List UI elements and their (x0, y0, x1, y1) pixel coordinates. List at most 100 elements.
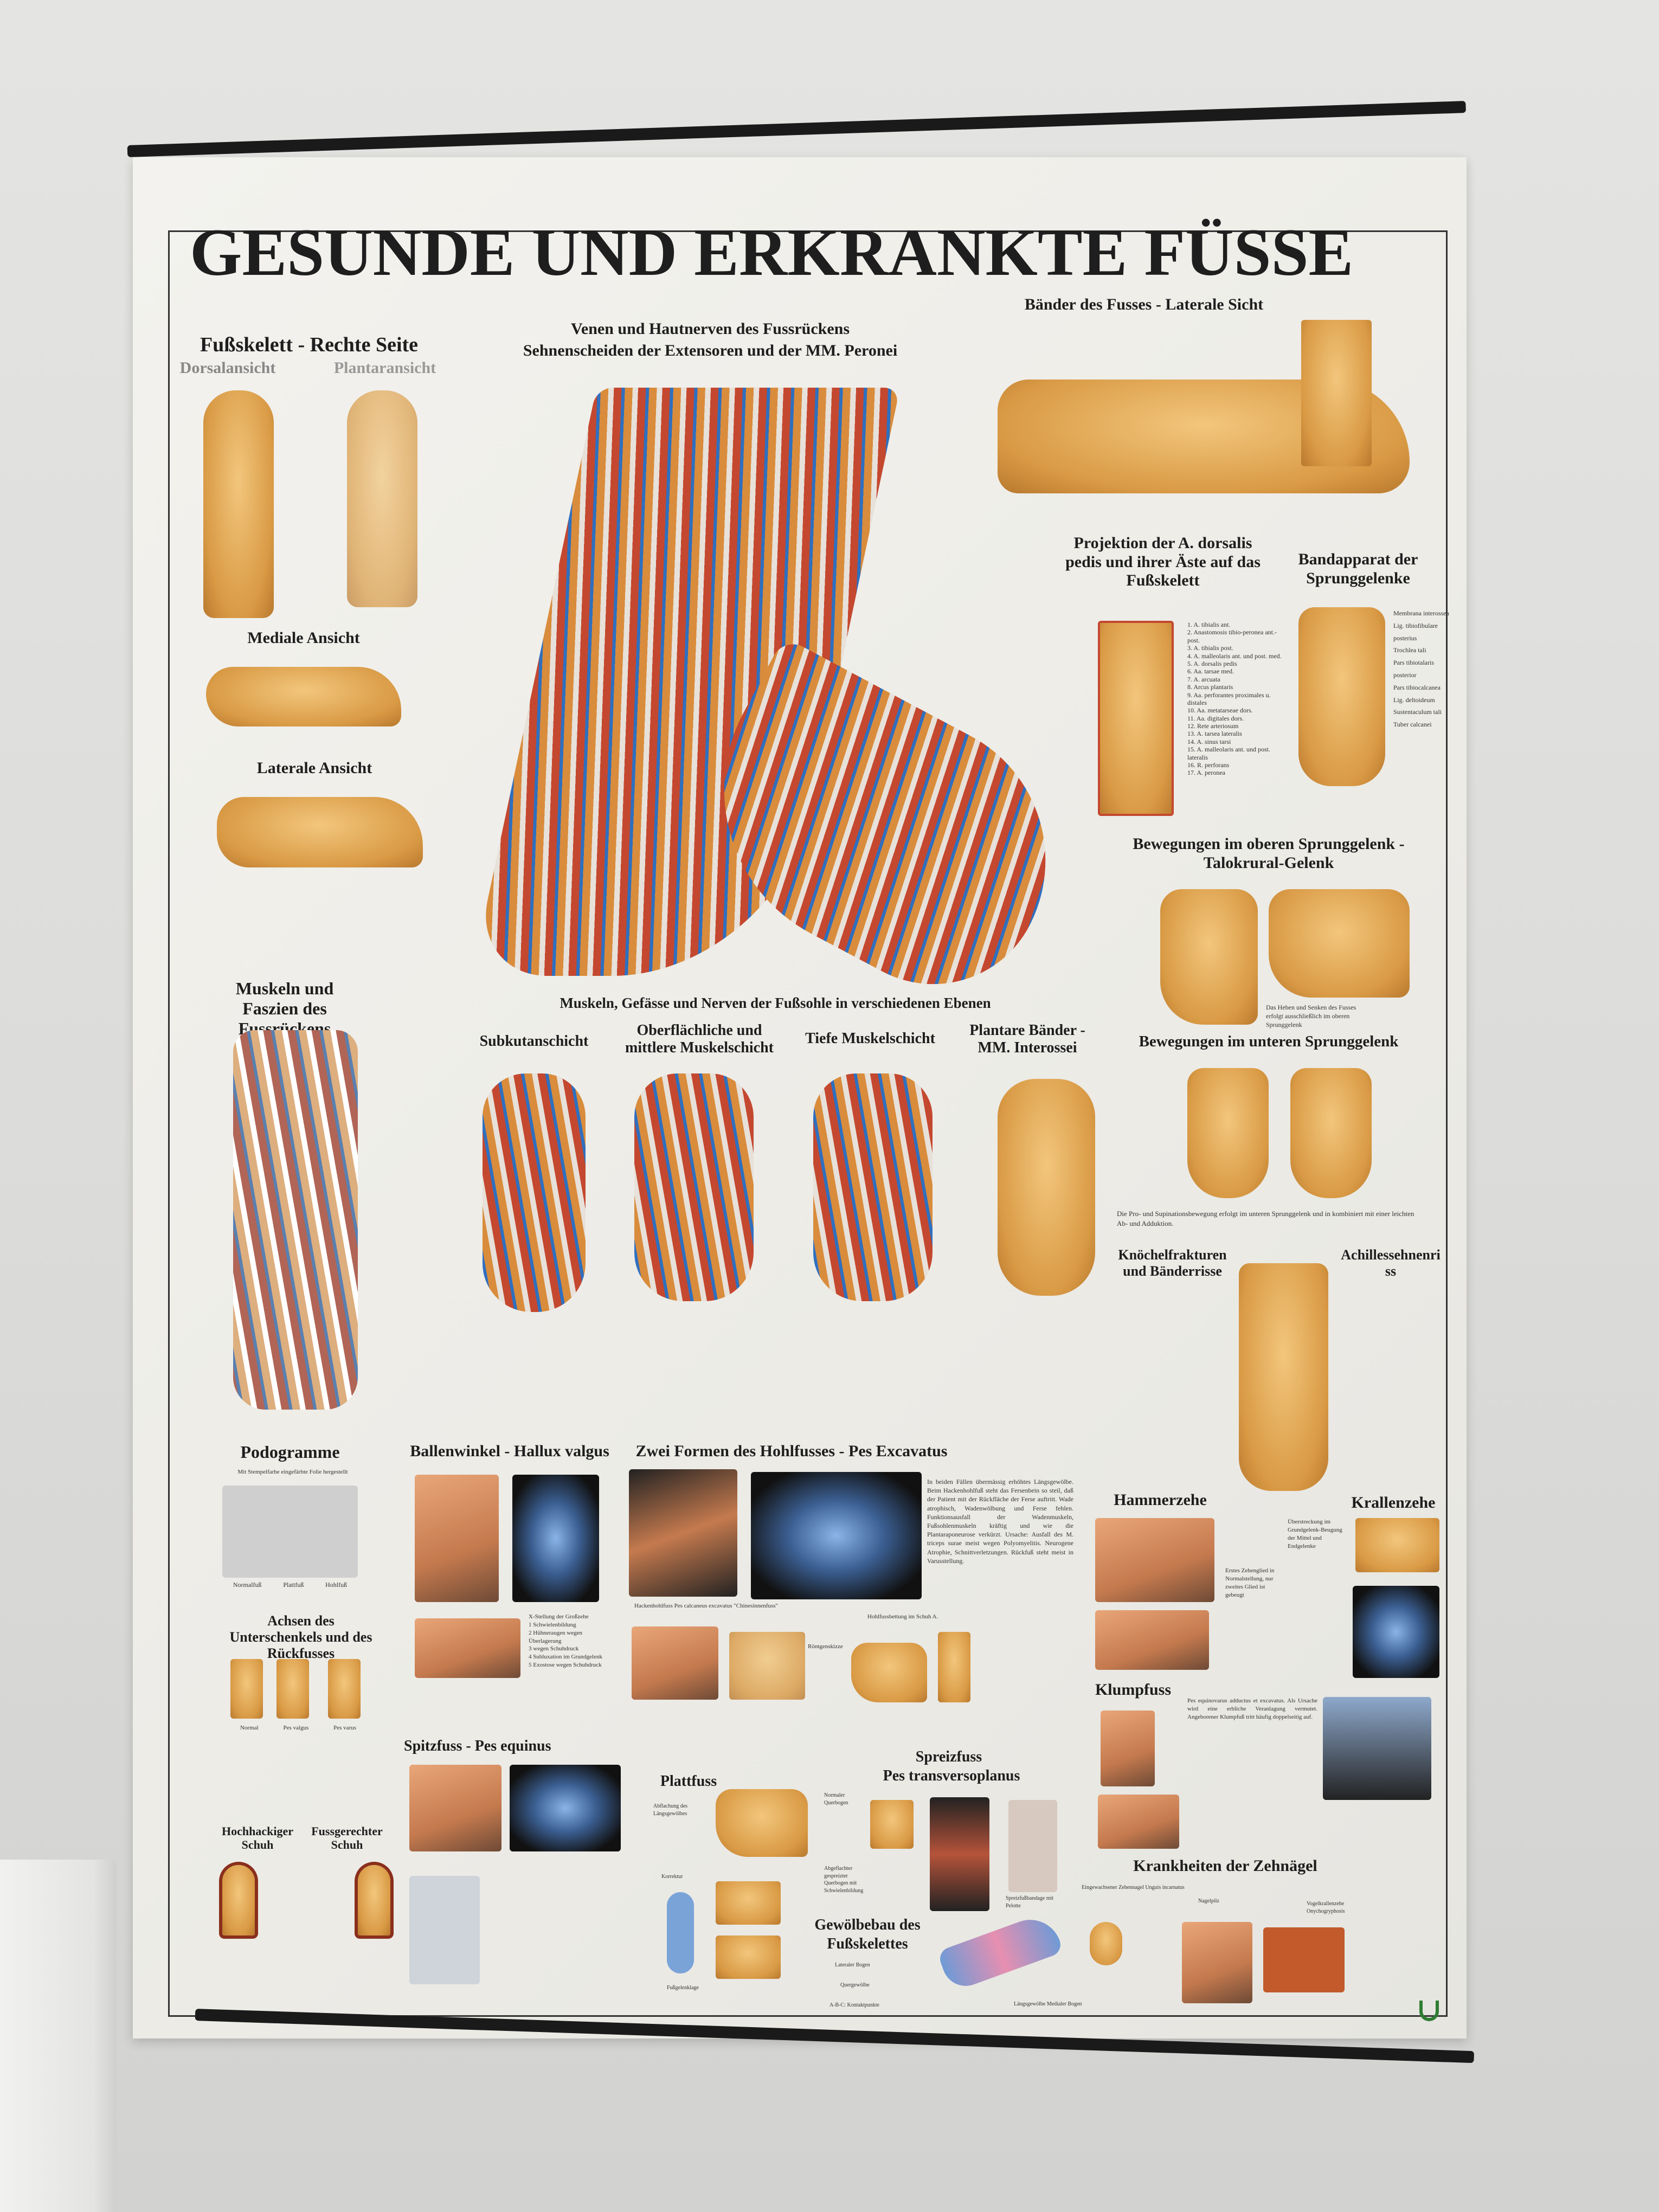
bandapparat-image (1298, 607, 1385, 786)
ingrown-nail-image (1090, 1922, 1122, 1965)
legend-item: 12. Rete arteriosum (1187, 722, 1239, 730)
radiator (0, 1860, 117, 2212)
splayfoot-label-2: Abgeflachter gespreizter Querbogen mit S… (824, 1866, 864, 1894)
legend-item: 6. Aa. tarsae med. (1187, 667, 1234, 676)
arch-label-1: Lateraler Bogen (835, 1962, 870, 1968)
skeleton-plantar-image (347, 390, 417, 607)
ligaments-ankle-image (1301, 320, 1372, 466)
list-item: 1 Schwielenbildung (529, 1621, 576, 1628)
hammer-photo-2 (1095, 1610, 1209, 1670)
excavatus-heading: Zwei Formen des Hohlfusses - Pes Excavat… (635, 1442, 948, 1460)
muscles-dorsum-heading: Muskeln und Faszien des Fussrückens (235, 979, 334, 1038)
clubfoot-text: Pes equinovarus adductus et excavatus. A… (1187, 1697, 1317, 1720)
fracture-image (1239, 1263, 1328, 1491)
podogramme-image (222, 1486, 358, 1578)
legend-item: 1. A. tibialis ant. (1187, 621, 1231, 628)
splayfoot-label-1: Normaler Querbogen (824, 1792, 848, 1806)
list-item: 4 Subluxation im Grundgelenk (529, 1654, 602, 1661)
hallux-xray (512, 1475, 599, 1602)
hallux-photo (415, 1475, 499, 1602)
lateral-heading: Laterale Ansicht (256, 759, 372, 777)
excavatus-photo (629, 1469, 737, 1597)
lower-joint-image-2 (1290, 1068, 1372, 1198)
label: Lig. deltoideum (1393, 696, 1435, 704)
sole-layer-2: Oberflächliche und mittlere Muskelschich… (625, 1022, 774, 1057)
excavatus-text: In beiden Fällen übermässig erhöhtes Län… (927, 1478, 1073, 1565)
equinus-cast-photo (409, 1876, 480, 1984)
veins-heading-2: Sehnenscheiden der Extensoren und der MM… (523, 342, 898, 359)
label: Normal (240, 1725, 259, 1731)
arch-heading-2: Fußskelettes (827, 1935, 908, 1952)
arch-label-3: Längsgewölbe Medialer Bogen (1014, 2001, 1082, 2007)
sole-image-4 (998, 1079, 1095, 1296)
excavatus-caption-1: Hackenhohlfuss Pes calcaneus excavatus "… (634, 1603, 778, 1609)
lower-joint-image-1 (1187, 1068, 1269, 1198)
clubfoot-heading: Klumpfuss (1095, 1681, 1172, 1699)
claw-image (1355, 1518, 1439, 1572)
axes-heading: Achsen des Unterschenkels und des Rückfu… (229, 1613, 372, 1661)
excavatus-sketch (729, 1632, 805, 1700)
list-item: 5 Exostose wegen Schuhdruck (529, 1662, 602, 1669)
list-item: X-Stellung der Großzehe (529, 1613, 589, 1620)
excavatus-photo-2 (632, 1626, 718, 1700)
upper-joint-image-1 (1160, 889, 1258, 1025)
fracture-heading: Knöchelfrakturen und Bänderrisse (1118, 1247, 1227, 1279)
ligaments-heading: Bänder des Fusses - Laterale Sicht (1024, 295, 1264, 313)
clubfoot-photo-2 (1098, 1795, 1179, 1849)
flatfoot-label-3: Fußgelenklage (667, 1985, 699, 1991)
dorsal-label: Dorsalansicht (179, 359, 276, 377)
legend-item: 16. R. perforans (1187, 761, 1230, 769)
proper-shoe-heading: Fussgerechter Schuh (311, 1824, 383, 1852)
splayfoot-label-3: Spreizfußbandage mit Pelotte (1006, 1895, 1054, 1909)
flatfoot-heading: Plattfuss (660, 1773, 717, 1790)
upper-joint-image-2 (1269, 889, 1410, 998)
upper-joint-heading: Bewegungen im oberen Sprunggelenk - Talo… (1133, 835, 1405, 872)
excavatus-caption-2: Hohlfussbettung im Schuh A. (867, 1613, 938, 1620)
clubfoot-photo (1101, 1711, 1155, 1786)
veins-heading-1: Venen und Hautnerven des Fussrückens (571, 320, 850, 338)
axes-image-2 (276, 1659, 309, 1719)
skeleton-dorsal-image (203, 390, 274, 618)
excavatus-shoe-b (938, 1632, 970, 1702)
podogramme-note: Mit Stempelfarbe eingefärbte Folie herge… (237, 1469, 348, 1475)
lateral-image (217, 797, 423, 867)
legend-item: 10. Aa. metatarseae dors. (1187, 706, 1253, 715)
publisher-logo (1419, 2001, 1439, 2021)
flatfoot-image (716, 1789, 808, 1857)
bandapparat-labels: Membrana interossea Lig. tibiofibulare p… (1393, 607, 1453, 731)
label: Sustentaculum tali (1393, 708, 1442, 716)
sole-image-3 (813, 1073, 933, 1301)
equinus-photo (409, 1765, 501, 1851)
medial-image (206, 667, 401, 726)
label: Pars tibiotalaris posterior (1393, 659, 1434, 679)
xray-sketch-label: Röntgenskizze (808, 1643, 843, 1650)
arch-heading-1: Gewölbebau des (814, 1917, 921, 1933)
podogramme-labels: Normalfuß Plattfuß Hohlfuß (222, 1580, 358, 1589)
projection-heading: Projektion der A. dorsalis pedis und ihr… (1065, 534, 1261, 589)
legend-item: 15. A. malleolaris ant. und post. latera… (1187, 745, 1270, 761)
podogramme-heading: Podogramme (240, 1442, 340, 1462)
legend-item: 8. Arcus plantaris (1187, 683, 1233, 691)
nails-label-2: Nagelpilz (1198, 1898, 1219, 1904)
legend-item: 11. Aa. digitales dors. (1187, 714, 1244, 722)
axes-image-1 (230, 1659, 263, 1719)
legend-item: 5. A. dorsalis pedis (1187, 659, 1237, 667)
sole-image-1 (483, 1073, 586, 1312)
arch-label-4: A-B-C: Kontaktpunkte (829, 2002, 879, 2008)
sole-layer-1: Subkutanschicht (479, 1033, 589, 1050)
legend-item: 9. Aa. perforantes proximales u. distale… (1187, 691, 1271, 706)
bandapparat-heading: Bandapparat der Sprunggelenke (1298, 550, 1418, 587)
high-heel-heading: Hochhackiger Schuh (222, 1824, 293, 1852)
nails-heading: Krankheiten der Zehnägel (1133, 1857, 1317, 1875)
skeleton-heading: Fußskelett - Rechte Seite (200, 333, 419, 356)
list-item: 2 Hühneraugen wegen Überlagerung (529, 1629, 582, 1644)
excavatus-shoe-a (851, 1643, 927, 1702)
legend-item: 3. A. tibialis post. (1187, 644, 1233, 652)
lower-joint-heading: Bewegungen im unteren Sprunggelenk (1139, 1033, 1399, 1050)
label: Trochlea tali (1393, 646, 1426, 654)
splayfoot-heading-1: Spreizfuss (915, 1748, 982, 1765)
legend-item: 17. A. peronea (1187, 769, 1225, 777)
claw-heading: Krallenzehe (1351, 1494, 1436, 1512)
achilles-heading: Achillessehnenriss (1341, 1247, 1441, 1279)
top-rod (127, 101, 1467, 157)
